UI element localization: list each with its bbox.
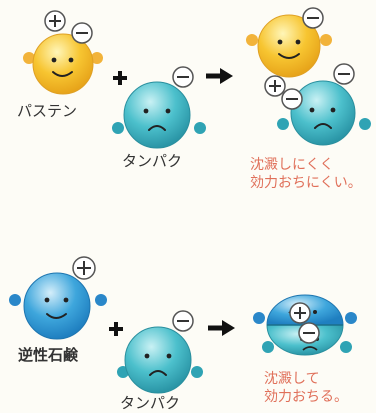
protein-molecule [112, 81, 206, 149]
arrow-right-icon [206, 68, 233, 84]
result-text-line1: 沈澱して [264, 371, 320, 387]
protein-label: タンパク [122, 152, 183, 170]
result-text-line2: 効力おちる。 [264, 389, 348, 405]
plus-operator-icon [113, 71, 127, 85]
minus-charge-icon [71, 22, 93, 44]
pasten-molecule-result [246, 14, 332, 78]
result-text-line2: 効力おちにくい。 [250, 175, 362, 191]
minus-charge-icon [172, 310, 194, 332]
minus-charge-icon [302, 7, 324, 29]
arrow-right-icon [208, 320, 235, 336]
pasten-label: パステン [17, 102, 78, 120]
plus-charge-icon [72, 256, 96, 280]
minus-charge-icon [333, 63, 355, 85]
result-text-line1: 沈澱しにくく [250, 157, 334, 173]
minus-charge-icon [298, 322, 320, 344]
pasten-molecule [23, 33, 103, 95]
plus-charge-icon [264, 75, 286, 97]
protein-molecule-result [277, 80, 371, 146]
plus-charge-icon [44, 10, 66, 32]
minus-charge-icon [172, 66, 194, 88]
reverse-soap-molecule [9, 272, 107, 340]
plus-operator-icon [109, 322, 123, 336]
reverse-soap-label: 逆性石鹸 [18, 346, 79, 364]
protein-molecule [117, 326, 203, 394]
protein-label: タンパク [120, 394, 181, 412]
plus-charge-icon [289, 302, 311, 324]
minus-charge-icon [281, 88, 303, 110]
